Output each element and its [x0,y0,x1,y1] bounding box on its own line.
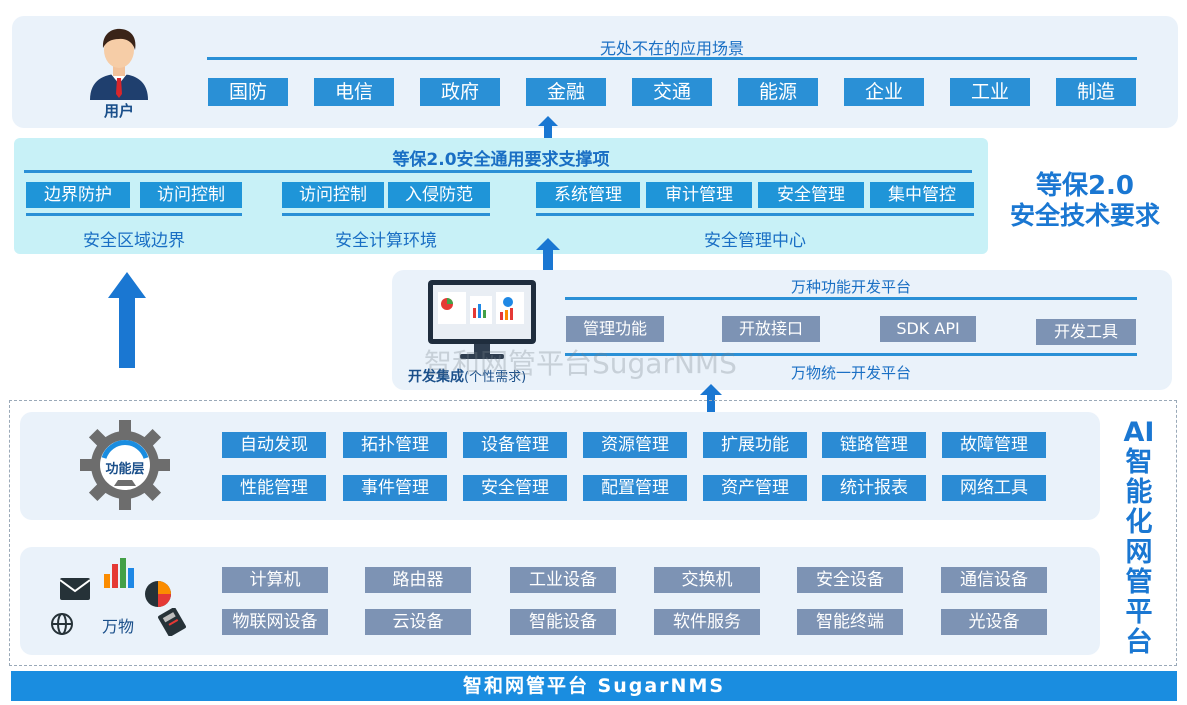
ai-side-char: 能 [1125,477,1153,508]
device-item: 物联网设备 [222,609,328,635]
device-item: 安全设备 [797,567,903,593]
integration-label: 开发集成(个性需求) [408,366,578,386]
calculator-icon [158,608,186,636]
scenes-title: 无处不在的应用场景 [599,39,744,58]
device-item: 计算机 [222,567,328,593]
things-label: 万物 [101,617,134,636]
group-underline [536,213,974,216]
monitor-icon [428,280,536,359]
device-item: 交换机 [654,567,760,593]
scene-tag: 工业 [950,78,1030,106]
integration-note: (个性需求) [464,370,527,385]
function-layer-panel [20,412,1100,520]
dengbao-item: 安全管理 [758,182,864,208]
scenes-divider [207,57,1137,60]
bar-chart-icon [104,558,134,588]
function-item: 拓扑管理 [343,432,447,458]
dengbao-item: 集中管控 [870,182,974,208]
things-panel [20,547,1100,655]
dengbao-divider [24,170,972,173]
scene-tag: 能源 [738,78,818,106]
function-item: 网络工具 [942,475,1046,501]
dengbao-side-title-1: 等保2.0 [1035,171,1135,201]
function-item: 设备管理 [463,432,567,458]
device-item: 工业设备 [510,567,616,593]
function-item: 故障管理 [942,432,1046,458]
function-item: 事件管理 [343,475,447,501]
scene-tag: 制造 [1056,78,1136,106]
device-item: 云设备 [365,609,471,635]
ai-side-char: 台 [1125,627,1153,658]
dev-item: 开放接口 [722,316,820,342]
function-item: 资源管理 [583,432,687,458]
device-item: 光设备 [941,609,1047,635]
group-label: 安全计算环境 [335,231,437,251]
function-item: 安全管理 [463,475,567,501]
user-avatar-icon [90,28,148,100]
dengbao-title: 等保2.0安全通用要求支撑项 [392,150,610,170]
group-label: 安全区域边界 [83,231,185,251]
ai-platform-frame [9,400,1177,666]
dengbao-item: 访问控制 [282,182,384,208]
scene-tag: 政府 [420,78,500,106]
scene-tag: 电信 [314,78,394,106]
dev-platform-subtitle: 万物统一开发平台 [790,364,911,382]
envelope-icon [60,578,90,600]
dengbao-item: 入侵防范 [388,182,490,208]
dengbao-item: 审计管理 [646,182,752,208]
integration-bold: 开发集成 [408,369,464,385]
scene-tag: 国防 [208,78,288,106]
device-item: 智能终端 [797,609,903,635]
dev-divider-bottom [565,353,1137,356]
gear-icon [80,420,170,510]
group-label: 安全管理中心 [704,231,806,251]
group-underline [282,213,490,216]
dengbao-item: 边界防护 [26,182,130,208]
dev-platform-title: 万种功能开发平台 [790,278,911,296]
function-item: 配置管理 [583,475,687,501]
globe-icon [51,613,73,635]
scenes-panel [12,16,1178,128]
dev-item: 开发工具 [1036,319,1136,345]
function-item: 性能管理 [222,475,326,501]
function-item: 扩展功能 [703,432,807,458]
scene-tag: 交通 [632,78,712,106]
device-item: 路由器 [365,567,471,593]
footer-bar [11,671,1177,701]
dev-item: SDK API [880,316,976,342]
function-item: 自动发现 [222,432,326,458]
dengbao-side-title-2: 安全技术要求 [1009,201,1160,230]
arrow-up-icon [700,384,722,412]
scene-tag: 企业 [844,78,924,106]
footer-title: 智和网管平台 SugarNMS [462,675,726,697]
dengbao-item: 访问控制 [140,182,242,208]
function-item: 资产管理 [703,475,807,501]
dev-divider-top [565,297,1137,300]
arrow-up-icon [538,116,558,138]
large-arrow-up-icon [108,272,146,368]
function-item: 统计报表 [822,475,926,501]
device-item: 软件服务 [654,609,760,635]
ai-side-char: 平 [1125,597,1153,628]
dengbao-item: 系统管理 [536,182,640,208]
user-label: 用户 [103,102,134,120]
ai-side-char: 管 [1125,567,1153,598]
watermark: 智和网管平台SugarNMS [424,347,737,380]
ai-side-char: 化 [1125,507,1153,538]
pie-chart-icon [145,581,171,607]
device-item: 智能设备 [510,609,616,635]
ai-side-char: AI [1123,417,1155,448]
dev-item: 管理功能 [566,316,664,342]
function-item: 链路管理 [822,432,926,458]
gear-label: 功能层 [105,462,145,477]
ai-side-char: 智 [1125,447,1153,478]
group-underline [26,213,242,216]
scene-tag: 金融 [526,78,606,106]
ai-side-char: 网 [1125,537,1153,568]
arrow-up-icon [536,238,560,270]
device-item: 通信设备 [941,567,1047,593]
